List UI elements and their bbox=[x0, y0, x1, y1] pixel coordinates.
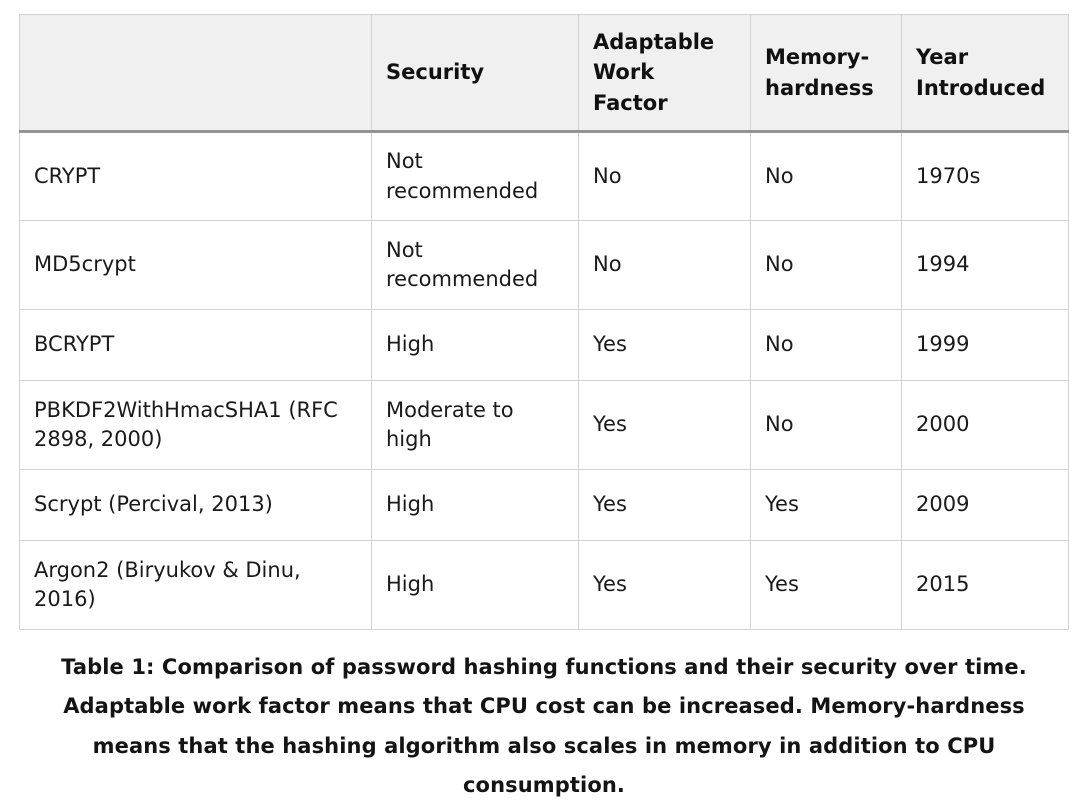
cell-security: High bbox=[371, 540, 579, 631]
cell-algorithm: Argon2 (Biryukov & Dinu, 2016) bbox=[19, 540, 372, 631]
table-row: PBKDF2WithHmacSHA1 (RFC 2898, 2000) Mode… bbox=[19, 380, 1069, 471]
column-header-security: Security bbox=[371, 13, 579, 134]
cell-memory-hardness: No bbox=[750, 131, 902, 222]
cell-year-introduced: 1999 bbox=[901, 309, 1069, 382]
cell-adaptable-work-factor: No bbox=[578, 131, 751, 222]
column-header-year-introduced: Year Introduced bbox=[901, 13, 1069, 134]
cell-algorithm: Scrypt (Percival, 2013) bbox=[19, 469, 372, 542]
comparison-table-container: Security Adaptable Work Factor Memory-ha… bbox=[19, 13, 1069, 631]
cell-security: High bbox=[371, 309, 579, 382]
cell-security: High bbox=[371, 469, 579, 542]
table-header: Security Adaptable Work Factor Memory-ha… bbox=[19, 13, 1069, 134]
table-caption: Table 1: Comparison of password hashing … bbox=[61, 655, 1027, 798]
cell-year-introduced: 2015 bbox=[901, 540, 1069, 631]
table-row: MD5crypt Not recommended No No 1994 bbox=[19, 220, 1069, 311]
cell-year-introduced: 2009 bbox=[901, 469, 1069, 542]
table-header-row: Security Adaptable Work Factor Memory-ha… bbox=[19, 13, 1069, 134]
cell-year-introduced: 1994 bbox=[901, 220, 1069, 311]
cell-adaptable-work-factor: No bbox=[578, 220, 751, 311]
cell-memory-hardness: No bbox=[750, 380, 902, 471]
column-header-memory-hardness: Memory-hardness bbox=[750, 13, 902, 134]
cell-security: Not recommended bbox=[371, 131, 579, 222]
password-hashing-comparison-table: Security Adaptable Work Factor Memory-ha… bbox=[19, 13, 1069, 631]
cell-algorithm: MD5crypt bbox=[19, 220, 372, 311]
cell-memory-hardness: No bbox=[750, 220, 902, 311]
cell-security: Not recommended bbox=[371, 220, 579, 311]
cell-memory-hardness: Yes bbox=[750, 540, 902, 631]
cell-year-introduced: 1970s bbox=[901, 131, 1069, 222]
cell-security: Moderate to high bbox=[371, 380, 579, 471]
cell-algorithm: BCRYPT bbox=[19, 309, 372, 382]
table-row: CRYPT Not recommended No No 1970s bbox=[19, 131, 1069, 222]
table-body: CRYPT Not recommended No No 1970s MD5cry… bbox=[19, 131, 1069, 631]
cell-memory-hardness: No bbox=[750, 309, 902, 382]
table-row: Argon2 (Biryukov & Dinu, 2016) High Yes … bbox=[19, 540, 1069, 631]
cell-memory-hardness: Yes bbox=[750, 469, 902, 542]
cell-algorithm: PBKDF2WithHmacSHA1 (RFC 2898, 2000) bbox=[19, 380, 372, 471]
table-row: Scrypt (Percival, 2013) High Yes Yes 200… bbox=[19, 469, 1069, 542]
cell-adaptable-work-factor: Yes bbox=[578, 309, 751, 382]
cell-year-introduced: 2000 bbox=[901, 380, 1069, 471]
cell-adaptable-work-factor: Yes bbox=[578, 380, 751, 471]
cell-adaptable-work-factor: Yes bbox=[578, 540, 751, 631]
table-row: BCRYPT High Yes No 1999 bbox=[19, 309, 1069, 382]
column-header-algorithm bbox=[19, 13, 372, 134]
column-header-adaptable-work-factor: Adaptable Work Factor bbox=[578, 13, 751, 134]
cell-algorithm: CRYPT bbox=[19, 131, 372, 222]
cell-adaptable-work-factor: Yes bbox=[578, 469, 751, 542]
